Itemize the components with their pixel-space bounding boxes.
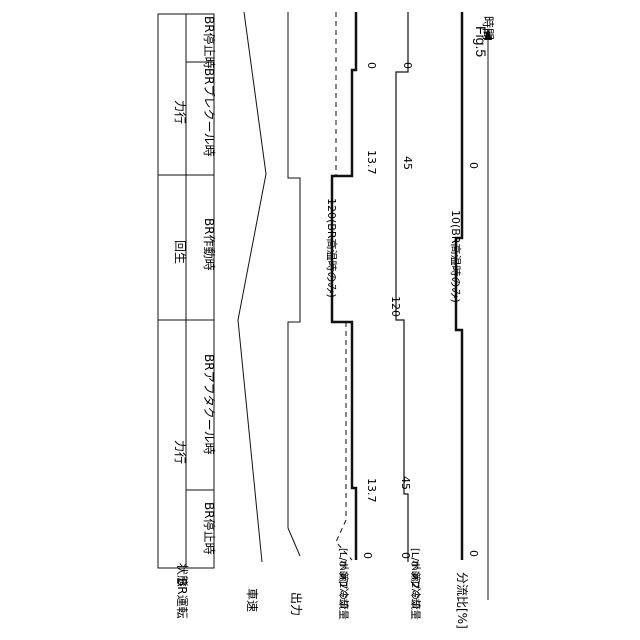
- state-row-label: BR運転 状態: [175, 563, 190, 622]
- ratio-value-active: 10(BR高温時のみ): [449, 210, 463, 303]
- pump1-row-label: 第1冷却 ポンプの流量 [L/min]: [337, 548, 350, 623]
- ratio-value-end: 0: [467, 162, 480, 169]
- ratio-row-label: 分流比[%]: [455, 572, 469, 629]
- mode-cell-2: 回生: [173, 240, 187, 264]
- pump1-value-start: 0: [361, 552, 374, 559]
- output-curve: [288, 12, 300, 556]
- speed-curve: [238, 12, 266, 562]
- state-cell-3: BR作動時: [202, 218, 216, 271]
- state-cell-5: BR停止時: [202, 502, 217, 555]
- ratio-value-start: 0: [467, 550, 480, 557]
- pump1-value-after: 13.7: [365, 150, 378, 175]
- state-cell-4: BRアフタクール時: [202, 354, 216, 455]
- time-axis-label: 時間: [481, 16, 495, 40]
- speed-row-label: 車速: [245, 588, 259, 612]
- mode-cell-1: 力行: [173, 100, 187, 124]
- pump1-value-preload: 13.7: [365, 478, 378, 503]
- pump1-value-active: 120(BR高温時のみ): [325, 198, 339, 298]
- state-row-label-line2: 状態: [175, 563, 190, 587]
- state-cell-1: BR停止時: [202, 16, 217, 69]
- pump2-value-start: 0: [399, 552, 412, 559]
- output-row-label: 出力: [289, 592, 303, 616]
- pump2-value-end: 0: [401, 62, 414, 69]
- mode-cell-3: 力行: [173, 440, 187, 464]
- pump2-value-active: 120: [389, 296, 402, 317]
- pump2-row-label: 第2冷却 ポンプの流量 [L/min]: [409, 548, 422, 623]
- pump1-value-end: 0: [365, 62, 378, 69]
- pump2-value-preload: 45: [399, 476, 412, 490]
- state-cell-2: BRプレクール時: [202, 68, 216, 157]
- pump2-value-after: 45: [401, 156, 414, 170]
- pump1-dashed-tail: [336, 322, 352, 560]
